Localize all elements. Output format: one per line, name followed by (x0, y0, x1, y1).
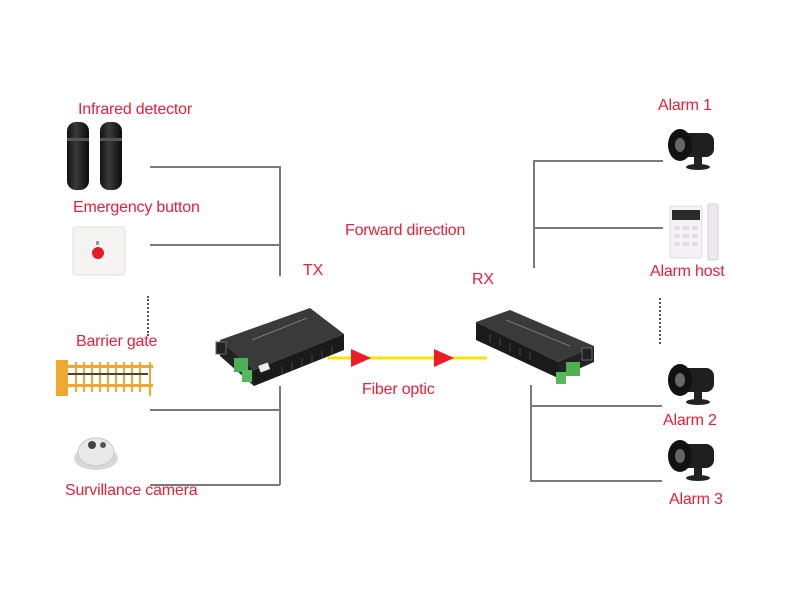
wire-infrared (150, 166, 280, 168)
tx-media-converter (215, 308, 344, 386)
label-alarm-1: Alarm 1 (658, 97, 712, 114)
label-emergency-button: Emergency button (73, 199, 200, 216)
ellipsis-more-inputs (147, 296, 151, 336)
ellipsis-more-outputs (659, 298, 663, 344)
siren-icon (668, 364, 714, 405)
label-tx: TX (303, 262, 324, 279)
label-infrared-detector: Infrared detector (78, 101, 192, 118)
wire-alarm-1 (533, 160, 663, 162)
siren-icon (668, 129, 714, 170)
siren-icon (668, 440, 714, 481)
barrier-gate-icon (56, 360, 153, 396)
label-rx: RX (472, 271, 494, 288)
emergency-button-icon (72, 226, 126, 276)
wire-emergency (150, 244, 280, 246)
wire-rx-upper-bus (533, 160, 535, 268)
wire-barrier (150, 409, 280, 411)
label-alarm-2: Alarm 2 (663, 412, 717, 429)
rx-media-converter (476, 310, 594, 384)
label-fiber-optic: Fiber optic (362, 381, 435, 398)
infrared-detector-icon (67, 122, 122, 190)
wire-alarm-3 (530, 480, 662, 482)
dome-camera-icon (74, 437, 118, 470)
label-barrier-gate: Barrier gate (76, 333, 158, 350)
arrow-right-icon (434, 349, 454, 367)
wire-alarm-host (533, 227, 663, 229)
wire-tx-lower-bus (279, 386, 281, 485)
label-forward-direction: Forward direction (345, 222, 466, 239)
wire-alarm-2 (530, 405, 662, 407)
label-surveillance-camera: Survillance camera (65, 482, 198, 499)
wire-rx-lower-bus (530, 385, 532, 481)
alarm-keypad-icon (669, 203, 719, 261)
label-alarm-3: Alarm 3 (669, 491, 723, 508)
arrow-right-icon (351, 349, 371, 367)
wire-camera (150, 484, 280, 486)
wire-tx-upper-bus (279, 166, 281, 276)
label-alarm-host: Alarm host (650, 263, 725, 280)
